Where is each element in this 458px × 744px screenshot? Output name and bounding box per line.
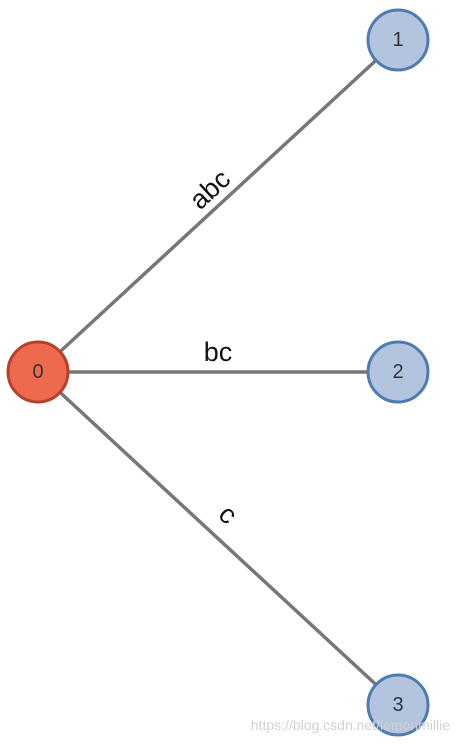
edge-0-3 [36, 370, 400, 707]
edge-0-1 [36, 38, 400, 374]
node-0-label: 0 [32, 361, 43, 383]
node-1-circle [366, 8, 430, 72]
edge-label-c: c [213, 499, 243, 530]
edge-label-bc: bc [204, 337, 233, 367]
node-0: 0 [6, 340, 70, 404]
node-2: 2 [366, 340, 430, 404]
edge-label-abc: abc [184, 164, 236, 216]
node-3: 3 [366, 673, 430, 737]
node-0-circle [6, 340, 70, 404]
node-1-label: 1 [392, 29, 403, 51]
node-3-label: 3 [392, 694, 403, 716]
nodes: 0 1 2 3 [6, 8, 430, 737]
edges [36, 38, 400, 707]
watermark-text: https://blog.csdn.net/lemonmillie [251, 717, 450, 733]
node-2-label: 2 [392, 361, 403, 383]
node-2-circle [366, 340, 430, 404]
node-1: 1 [366, 8, 430, 72]
edge-labels: abc bc c [184, 164, 244, 530]
node-3-circle [366, 673, 430, 737]
